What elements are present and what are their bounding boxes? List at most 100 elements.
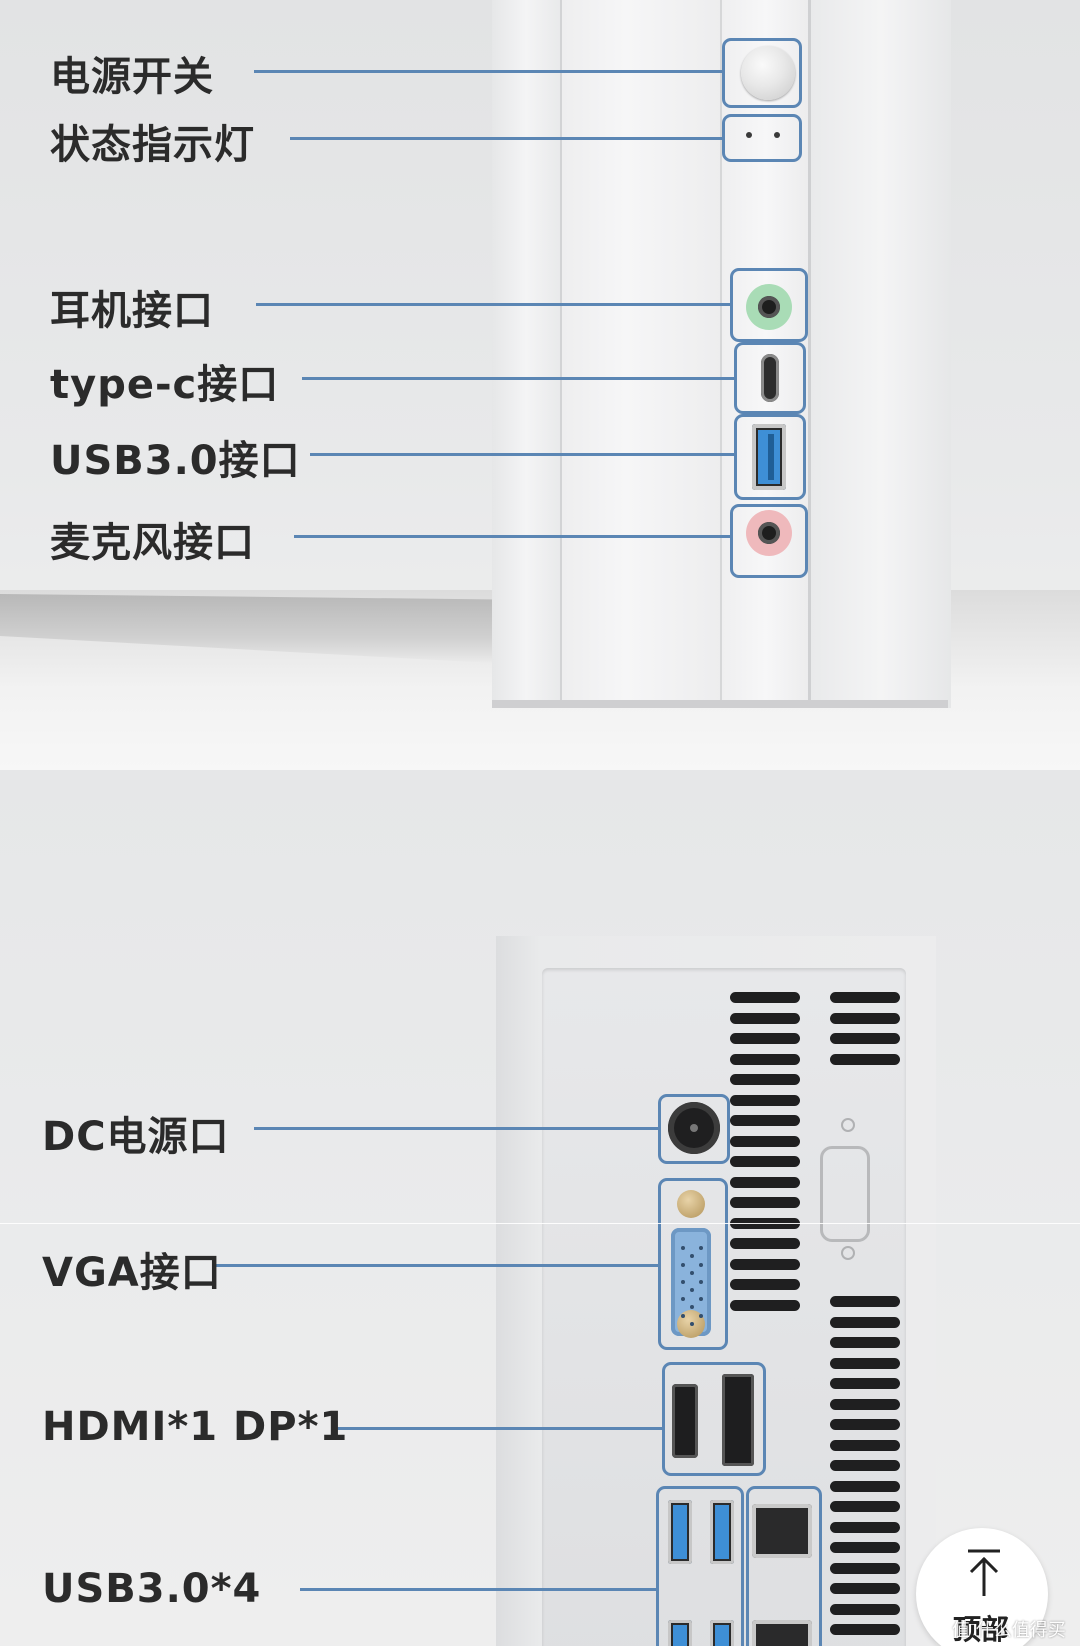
vent-slot	[730, 1156, 800, 1167]
arrow-up-icon[interactable]	[966, 1548, 1002, 1598]
vent-slot	[830, 1501, 900, 1512]
vent-slot	[830, 1054, 900, 1065]
usb-rear-leader-line	[300, 1588, 656, 1591]
usb-rear-frame	[656, 1486, 744, 1646]
vent-slot	[730, 1095, 800, 1106]
mic-port-label: 麦克风接口	[50, 520, 255, 566]
vga-pin	[699, 1263, 703, 1267]
typec-leader-line	[302, 377, 734, 380]
vga-port-label: VGA接口	[42, 1250, 222, 1296]
usb-front-port	[752, 424, 786, 490]
usb-rear-port	[668, 1500, 692, 1564]
lan-port	[752, 1504, 812, 1558]
screw-hole	[841, 1118, 855, 1132]
vent-slot	[830, 1563, 900, 1574]
hdmi-dp-leader-line	[336, 1427, 662, 1430]
headphone-frame	[730, 268, 808, 342]
vent-slot	[830, 1542, 900, 1553]
vga-pin	[699, 1246, 703, 1250]
vga-pin	[681, 1246, 685, 1250]
usb-leader-line	[310, 453, 734, 456]
vent-slot	[830, 1460, 900, 1471]
screw-hole	[841, 1246, 855, 1260]
back-to-top-label[interactable]: 顶部	[953, 1613, 1010, 1646]
dc-power-frame	[658, 1094, 730, 1164]
vent-slot	[730, 1300, 800, 1311]
vga-pin	[681, 1314, 685, 1318]
vent-slot	[730, 1013, 800, 1024]
vga-pin	[690, 1254, 694, 1258]
vent-slot	[830, 1378, 900, 1389]
headphone-port-label: 耳机接口	[50, 288, 214, 334]
status-indicator-frame	[722, 114, 802, 162]
hdmi-port	[672, 1384, 698, 1458]
vent-slot	[830, 1440, 900, 1451]
vga-pin	[690, 1288, 694, 1292]
vent-slot	[830, 1624, 900, 1635]
vga-pin	[699, 1297, 703, 1301]
power-leader-line	[254, 70, 722, 73]
vent-slot	[830, 1583, 900, 1594]
lan-frame	[746, 1486, 822, 1646]
power-switch-frame	[722, 38, 802, 108]
status-indicator-label: 状态指示灯	[50, 122, 255, 168]
usb-rear-port	[710, 1620, 734, 1646]
mic-jack	[746, 510, 792, 556]
displayport-port	[722, 1374, 754, 1466]
headphone-jack	[746, 284, 792, 330]
vga-cutout-outline	[820, 1146, 870, 1242]
usb-port-label: USB3.0接口	[50, 438, 301, 484]
vga-pin	[699, 1314, 703, 1318]
mic-leader-line	[294, 535, 730, 538]
power-button	[741, 46, 795, 100]
vent-slot	[830, 1358, 900, 1369]
vga-pin	[690, 1305, 694, 1309]
vent-slot	[730, 1033, 800, 1044]
front-panel-section: 电源开关 状态指示灯 耳机接口 type-c接口 USB3.0接口 麦克风接口	[0, 0, 1080, 770]
hdmi-dp-frame	[662, 1362, 766, 1476]
headphone-leader-line	[256, 303, 730, 306]
usb-rear-port	[710, 1500, 734, 1564]
case-side-strip	[492, 0, 560, 708]
dc-leader-line	[254, 1127, 658, 1130]
vent-slot	[830, 1419, 900, 1430]
typec-port-label: type-c接口	[50, 362, 280, 408]
vent-slot	[830, 1013, 900, 1024]
usb-rear-label: USB3.0*4	[42, 1566, 262, 1612]
vga-leader-line	[216, 1264, 658, 1267]
vent-slot	[830, 992, 900, 1003]
site-watermark: 值 什么值得买	[952, 1620, 1066, 1641]
vent-slot	[730, 1238, 800, 1249]
vga-pin	[681, 1263, 685, 1267]
vent-slot	[730, 1259, 800, 1270]
hdmi-dp-label: HDMI*1 DP*1	[42, 1404, 349, 1450]
vent-slot	[730, 992, 800, 1003]
status-led	[774, 132, 780, 138]
power-switch-label: 电源开关	[50, 54, 214, 100]
vent-slot	[830, 1399, 900, 1410]
vga-pin	[699, 1280, 703, 1284]
back-to-top-button[interactable]	[916, 1528, 1048, 1646]
vga-pin	[690, 1271, 694, 1275]
usb-front-frame	[734, 414, 806, 500]
typec-frame	[734, 342, 806, 414]
vent-slot	[730, 1177, 800, 1188]
lan-port	[752, 1620, 812, 1646]
section-divider	[0, 1223, 1080, 1224]
usb-rear-port	[668, 1620, 692, 1646]
vent-slot	[730, 1054, 800, 1065]
vent-slot	[830, 1337, 900, 1348]
vent-slot	[830, 1481, 900, 1492]
vga-screw	[677, 1190, 705, 1218]
vent-slot	[730, 1074, 800, 1085]
case-base	[492, 700, 948, 708]
mic-frame	[730, 504, 808, 578]
vent-slot	[830, 1296, 900, 1307]
case-edge	[808, 0, 951, 708]
vent-slot	[730, 1115, 800, 1126]
status-leader-line	[290, 137, 722, 140]
vga-pin	[681, 1280, 685, 1284]
vent-slot	[830, 1033, 900, 1044]
vent-slot	[830, 1522, 900, 1533]
